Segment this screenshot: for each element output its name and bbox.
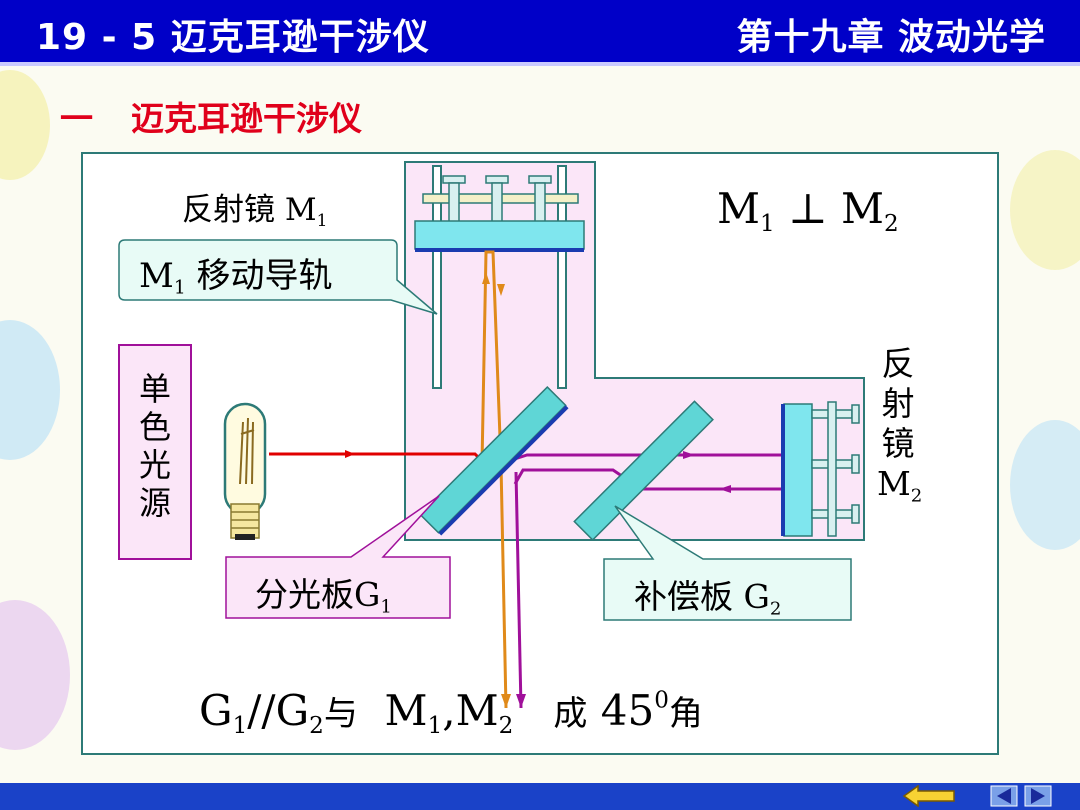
decorative-balloon	[1010, 150, 1080, 270]
light-bulb-icon	[223, 402, 267, 540]
beam-to-m1	[480, 250, 503, 465]
section-title: 一迈克耳逊干涉仪	[60, 92, 362, 140]
beam-m1-output	[499, 463, 508, 709]
return-icon[interactable]	[902, 785, 958, 807]
mirror1-plate	[414, 220, 585, 250]
compensator-g2	[573, 400, 714, 541]
decorative-balloon	[0, 600, 70, 750]
mirror1-label: 反射镜 M1	[182, 192, 328, 231]
decorative-balloon	[1010, 420, 1080, 550]
beam-m1-up-arrow	[482, 272, 490, 284]
chapter-label: 第十九章 波动光学	[736, 17, 1046, 58]
guide-rail-right	[557, 165, 567, 389]
section-number: 一	[60, 99, 93, 138]
section-label: 19 - 5 迈克耳逊干涉仪	[36, 17, 430, 58]
angle-formula: G1//G2与 M1,M2 成 450角	[199, 686, 703, 740]
guide-rail-label: M1 移动导轨	[139, 256, 333, 299]
incident-beam-arrow	[345, 450, 355, 458]
decorative-balloon	[0, 70, 50, 180]
diagram-frame: 反射镜 M1 M1 移动导轨 M1 ⊥ M2 单 色 光 源 反 射 镜 M2 …	[81, 152, 999, 755]
beam-m2-output	[514, 471, 523, 709]
source-label: 单 色 光 源	[138, 370, 171, 522]
michelson-interferometer-diagram	[118, 161, 865, 709]
mirror1-surface	[415, 248, 584, 252]
guide-rail-left	[432, 165, 442, 389]
beam-m1-output-arrow	[501, 694, 511, 708]
mirror1-screws	[442, 175, 552, 224]
previous-icon[interactable]	[990, 785, 1018, 807]
beam-m2-return-arrow	[719, 485, 731, 493]
beam-m2-output-arrow	[516, 694, 526, 708]
guide-rail-callout	[118, 239, 438, 315]
mirror2-surface	[781, 404, 785, 536]
mirror2-screws	[811, 401, 860, 537]
section-title-text: 迈克耳逊干涉仪	[131, 99, 362, 138]
mirror2-plate	[783, 403, 813, 537]
beam-m2-forward-arrow	[683, 451, 695, 459]
perpendicular-relation: M1 ⊥ M2	[717, 184, 899, 238]
slide-header: 19 - 5 迈克耳逊干涉仪 第十九章 波动光学	[0, 0, 1080, 62]
header-divider	[0, 62, 1080, 66]
splitter-callout	[225, 495, 451, 619]
beam-from-m2	[513, 468, 781, 491]
slide-footer	[0, 783, 1080, 810]
beam-splitter-g1	[418, 385, 569, 536]
next-icon[interactable]	[1024, 785, 1052, 807]
source-label-box	[118, 344, 192, 560]
mirror2-label: 反 射 镜 M2	[877, 344, 923, 507]
decorative-balloon	[0, 320, 60, 460]
splitter-label: 分光板G1	[255, 575, 392, 618]
compensator-label: 补偿板 G2	[634, 577, 782, 620]
compensator-callout	[603, 505, 852, 621]
beam-m1-down-arrow	[497, 284, 505, 296]
